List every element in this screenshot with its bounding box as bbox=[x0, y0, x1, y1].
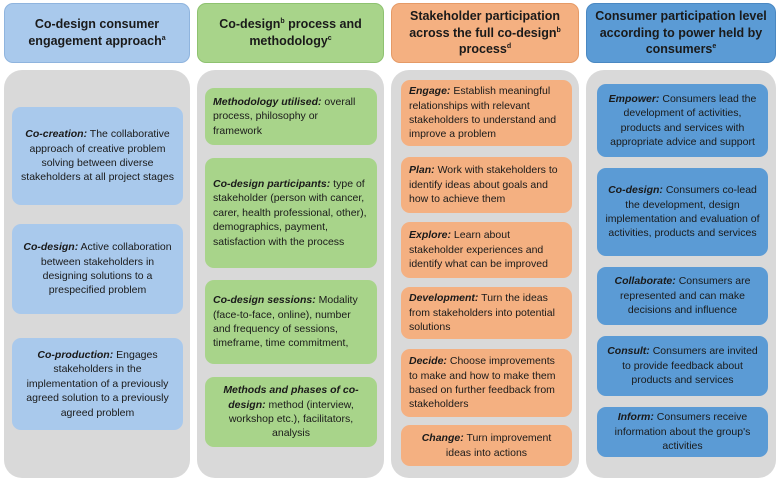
card-text: Establish meaningful relationships with … bbox=[409, 85, 557, 141]
card-term: Engage: bbox=[409, 85, 451, 98]
card-explore: Explore: Learn about stakeholder experie… bbox=[401, 222, 572, 278]
footnote-marker: a bbox=[161, 34, 166, 42]
card-text: overall process, philosophy or framework bbox=[213, 95, 356, 137]
footnote-marker: d bbox=[506, 43, 512, 51]
card-term: Consult: bbox=[607, 345, 650, 358]
footnote-marker: e bbox=[712, 43, 717, 51]
header-stakeholder-participation: Stakeholder participation across the ful… bbox=[391, 3, 579, 63]
card-term: Co-design participants: bbox=[213, 177, 331, 190]
card-term: Development: bbox=[409, 292, 479, 305]
card-co-creation: Co-creation: The collaborative approach … bbox=[12, 107, 183, 205]
header-consumer-participation-level: Consumer participation level according t… bbox=[586, 3, 776, 63]
card-methodology-utilised: Methodology utilised: overall process, p… bbox=[205, 88, 377, 145]
card-development: Development: Turn the ideas from stakeho… bbox=[401, 287, 572, 339]
card-text: Consumers lead the development of activi… bbox=[610, 92, 757, 148]
card-term: Co-design: bbox=[608, 184, 663, 197]
card-text: Engages stakeholders in the implementati… bbox=[26, 348, 169, 419]
card-text: type of stakeholder (person with cancer,… bbox=[213, 177, 367, 248]
card-text: Active collaboration between stakeholder… bbox=[40, 241, 172, 297]
card-text: Turn the ideas from stakeholders into po… bbox=[409, 292, 555, 334]
card-collaborate: Collaborate: Consumers are represented a… bbox=[597, 267, 768, 325]
card-text: Consumers are invited to provide feedbac… bbox=[622, 345, 758, 387]
card-term: Empower: bbox=[608, 92, 660, 105]
card-text: Work with stakeholders to identify ideas… bbox=[409, 164, 558, 206]
card-term: Methodology utilised: bbox=[213, 95, 322, 108]
card-co-design-participants: Co-design participants: type of stakehol… bbox=[205, 158, 377, 268]
card-text: Consumers are represented and can make d… bbox=[620, 275, 751, 317]
card-text: method (interview, workshop etc.), facil… bbox=[228, 398, 354, 440]
header-text: Co-design consumer engagement approach bbox=[28, 17, 162, 48]
card-term: Decide: bbox=[409, 355, 447, 368]
card-text: Modality (face-to-face, online), number … bbox=[213, 294, 358, 350]
card-text: Turn improvement ideas into actions bbox=[445, 432, 552, 459]
card-text: Consumers receive information about the … bbox=[614, 411, 751, 453]
card-co-production: Co-production: Engages stakeholders in t… bbox=[12, 338, 183, 430]
card-engage: Engage: Establish meaningful relationshi… bbox=[401, 80, 572, 146]
header-engagement-approach: Co-design consumer engagement approacha bbox=[4, 3, 190, 63]
card-co-design: Co-design: Active collaboration between … bbox=[12, 224, 183, 314]
card-empower: Empower: Consumers lead the development … bbox=[597, 84, 768, 157]
card-decide: Decide: Choose improvements to make and … bbox=[401, 349, 572, 417]
card-term: Inform: bbox=[617, 411, 654, 424]
card-term: Plan: bbox=[409, 164, 435, 177]
card-term: Change: bbox=[421, 432, 464, 445]
footnote-marker: b bbox=[556, 26, 561, 34]
header-text-part2: process bbox=[458, 42, 507, 57]
card-text: Learn about stakeholder experiences and … bbox=[409, 229, 548, 271]
card-co-design-sessions: Co-design sessions: Modality (face-to-fa… bbox=[205, 280, 377, 364]
card-term: Collaborate: bbox=[614, 275, 676, 288]
card-term: Co-creation: bbox=[25, 128, 88, 141]
header-text-part1: Stakeholder participation across the ful… bbox=[409, 8, 561, 40]
card-consult: Consult: Consumers are invited to provid… bbox=[597, 336, 768, 396]
card-plan: Plan: Work with stakeholders to identify… bbox=[401, 157, 572, 213]
header-process-methodology: Co-designb process and methodologyc bbox=[197, 3, 384, 63]
card-inform: Inform: Consumers receive information ab… bbox=[597, 407, 768, 457]
card-text: The collaborative approach of creative p… bbox=[21, 128, 174, 184]
header-text: Consumer participation level according t… bbox=[595, 8, 767, 57]
footnote-marker: b bbox=[280, 17, 285, 25]
card-term: Co-design sessions: bbox=[213, 294, 316, 307]
card-term: Methods and phases of co-design: bbox=[223, 384, 359, 411]
card-term: Co-production: bbox=[37, 348, 114, 361]
card-text: Consumers co-lead the development, desig… bbox=[605, 184, 760, 240]
footnote-marker: c bbox=[327, 34, 332, 42]
card-methods-and-phases: Methods and phases of co-design: method … bbox=[205, 377, 377, 447]
header-text-part2: process and methodology bbox=[249, 17, 362, 48]
card-term: Co-design: bbox=[23, 241, 79, 254]
header-text-part1: Co-design bbox=[219, 17, 281, 32]
card-text: Choose improvements to make and how to m… bbox=[409, 355, 556, 411]
card-change: Change: Turn improvement ideas into acti… bbox=[401, 425, 572, 466]
card-co-design-level: Co-design: Consumers co-lead the develop… bbox=[597, 168, 768, 256]
card-term: Explore: bbox=[409, 229, 452, 242]
